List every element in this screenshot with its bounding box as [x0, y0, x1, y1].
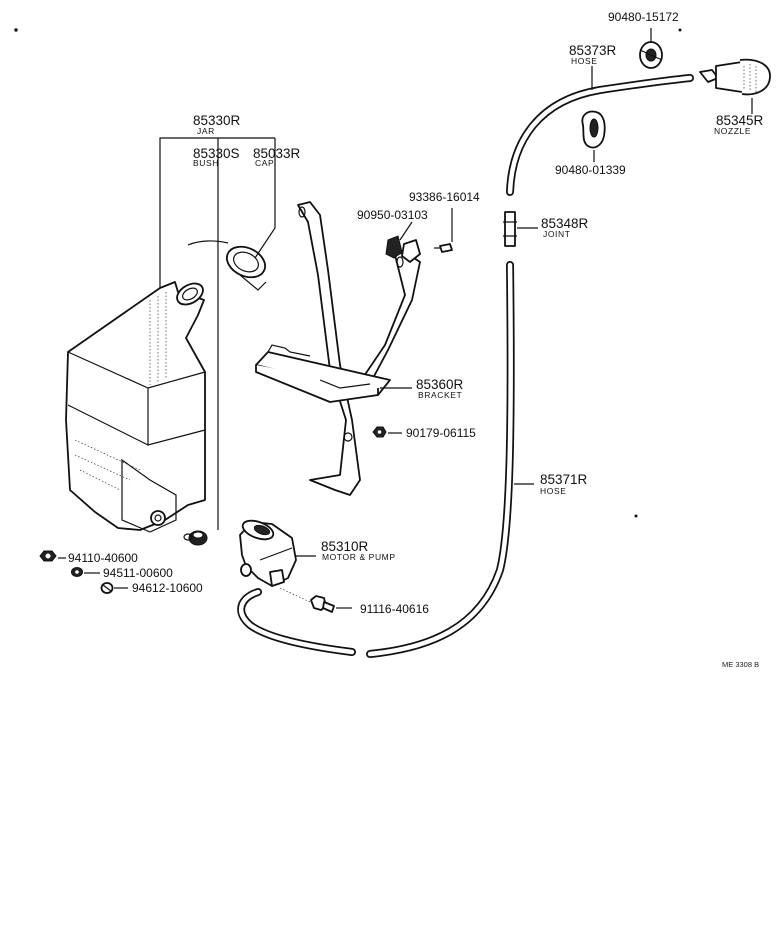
nozzle-number: 85345R: [716, 113, 764, 128]
nut-number: 94110-40600: [68, 551, 138, 565]
bush-number: 85330S: [193, 146, 240, 161]
motor-pump-part: [239, 519, 316, 603]
drawing-code: ME 3308 B: [722, 660, 759, 669]
joint-part: [503, 211, 538, 247]
washer-a-number: 94511-00600: [103, 566, 173, 580]
motor-pump-number: 85310R: [321, 539, 369, 554]
cap-name: CAP: [255, 158, 274, 168]
nozzle-name: NOZZLE: [714, 126, 751, 136]
grommet-mid-number: 90480-01339: [555, 163, 626, 177]
stray-mark: [678, 28, 682, 32]
clip-part: [385, 221, 421, 263]
jar-name: JAR: [197, 126, 215, 136]
bracket-name: BRACKET: [418, 390, 462, 400]
cap-part: [187, 240, 267, 291]
hose-top-name: HOSE: [571, 56, 598, 66]
hose-long-number: 85371R: [540, 472, 588, 487]
bracket-part: [255, 201, 421, 496]
grommet-mid-part: [581, 110, 606, 162]
washer-b-number: 94612-10600: [132, 581, 203, 595]
pump-hose: [237, 588, 356, 656]
nozzle-part: [699, 58, 771, 114]
grommet-top-number: 90480-15172: [608, 10, 679, 24]
screw-number: 93386-16014: [409, 190, 480, 204]
long-hose: [366, 261, 534, 658]
stray-mark: [14, 28, 18, 32]
cap-number: 85033R: [253, 146, 301, 161]
clip-number: 90950-03103: [357, 208, 428, 222]
joint-number: 85348R: [541, 216, 589, 231]
washer-b-part: [100, 582, 128, 594]
pump-bolt-part: [310, 595, 352, 613]
screw-part: [434, 208, 453, 253]
nut-part: [39, 550, 66, 562]
top-hose: [506, 66, 694, 196]
stray-mark: [634, 514, 638, 518]
jar-leader-lines: [159, 137, 276, 530]
bracket-bolt-number: 90179-06115: [406, 426, 476, 440]
washer-jar: [65, 281, 206, 533]
hose-long-name: HOSE: [540, 486, 567, 496]
motor-pump-name: MOTOR & PUMP: [322, 552, 396, 562]
bracket-number: 85360R: [416, 377, 464, 392]
pump-bolt-number: 91116-40616: [360, 602, 429, 616]
jar-number: 85330R: [193, 113, 241, 128]
bush-part: [183, 530, 208, 546]
grommet-top-part: [639, 28, 663, 69]
bush-name: BUSH: [193, 158, 219, 168]
bracket-bolt-part: [372, 426, 402, 438]
joint-name: JOINT: [543, 229, 571, 239]
washer-a-part: [71, 567, 100, 577]
hose-top-number: 85373R: [569, 43, 617, 58]
